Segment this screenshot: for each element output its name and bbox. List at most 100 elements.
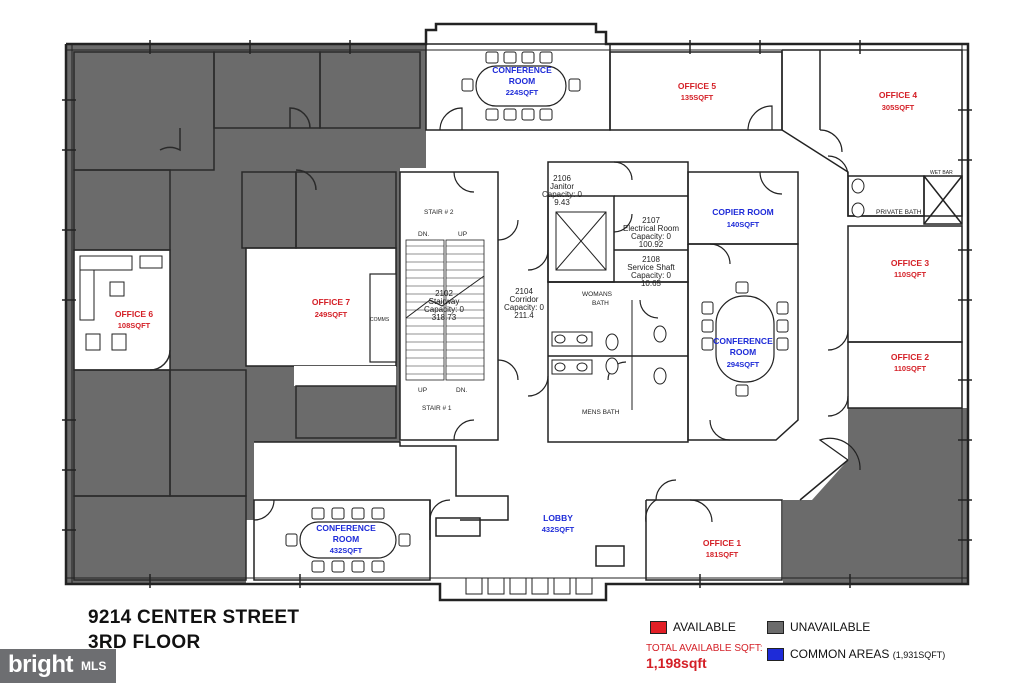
building-address: 9214 CENTER STREET <box>88 607 300 628</box>
chair <box>701 301 714 315</box>
stair1-up: UP <box>418 387 427 394</box>
window-marks <box>62 40 972 588</box>
logo-sub-text: MLS <box>81 659 107 673</box>
chair <box>371 560 385 573</box>
unavailable-label: UNAVAILABLE <box>790 620 871 634</box>
unavailable-swatch <box>767 621 784 634</box>
womens-bath-2: BATH <box>592 300 609 307</box>
office3-label: OFFICE 3 <box>891 258 930 268</box>
chair <box>521 51 535 64</box>
office4-label: OFFICE 4 <box>879 90 918 100</box>
office6-furniture <box>79 255 163 351</box>
chair <box>311 507 325 520</box>
chair <box>485 51 499 64</box>
office5-area: 135SQFT <box>681 93 714 102</box>
southeast-unavailable <box>783 408 968 584</box>
service-line-2: Service Shaft <box>627 263 675 272</box>
interior-walls <box>253 43 963 581</box>
wet-bar-label: WET BAR <box>930 170 953 176</box>
chair <box>331 507 345 520</box>
chair <box>539 108 553 121</box>
conf-right-label-1: CONFERENCE <box>713 336 773 346</box>
common-label: COMMON AREAS (1,931SQFT) <box>790 647 945 661</box>
chair <box>285 533 298 547</box>
chair <box>331 560 345 573</box>
conf-top-label-1: CONFERENCE <box>492 65 552 75</box>
janitor-line-4: 9.43 <box>554 198 570 207</box>
office3-area: 110SQFT <box>894 270 927 279</box>
bath-fixtures <box>551 178 865 410</box>
gray-zone-walls <box>73 51 421 581</box>
office7-area: 249SQFT <box>315 310 348 319</box>
chair <box>735 281 749 294</box>
conf-right-label-2: ROOM <box>730 347 756 357</box>
office2-area: 110SQFT <box>894 364 927 373</box>
electrical-line-2: Electrical Room <box>623 224 679 233</box>
office6-label: OFFICE 6 <box>115 309 154 319</box>
chair <box>503 108 517 121</box>
chair <box>776 337 789 351</box>
lobby-seating <box>465 577 593 595</box>
janitor-line-3: Capacity: 0 <box>542 190 583 199</box>
conf-top-table <box>475 65 567 107</box>
chair <box>701 337 714 351</box>
private-bath-label: PRIVATE BATH <box>876 209 922 216</box>
common-swatch <box>767 648 784 661</box>
available-label: AVAILABLE <box>673 620 736 634</box>
chair <box>776 301 789 315</box>
stair2-up: UP <box>458 231 467 238</box>
office5-label: OFFICE 5 <box>678 81 717 91</box>
chair <box>539 51 553 64</box>
stair2-dn: DN. <box>418 231 429 238</box>
chair <box>398 533 411 547</box>
office1-label: OFFICE 1 <box>703 538 742 548</box>
office6-area: 108SQFT <box>118 321 151 330</box>
total-available-value: 1,198sqft <box>646 655 707 671</box>
corridor-line-3: Capacity: 0 <box>504 303 545 312</box>
janitor-line-1: 2106 <box>553 174 571 183</box>
furniture <box>299 65 775 559</box>
office7-corridor <box>294 366 396 386</box>
logo-main-text: bright <box>8 651 73 678</box>
conf-top-label-2: ROOM <box>509 76 535 86</box>
chair <box>351 560 365 573</box>
stair1-dn: DN. <box>456 387 467 394</box>
office1-area: 181SQFT <box>706 550 739 559</box>
floor-title: 3RD FLOOR <box>88 632 201 653</box>
copier-label: COPIER ROOM <box>712 207 773 217</box>
elevator <box>555 211 607 271</box>
corridor-line-1: 2104 <box>515 287 533 296</box>
stair-treads <box>406 245 484 375</box>
conf-top-area: 224SQFT <box>506 88 539 97</box>
lobby-label: LOBBY <box>543 513 573 523</box>
service-line-4: 10.65 <box>641 279 662 288</box>
chair <box>568 78 581 92</box>
chair <box>485 108 499 121</box>
conf-right-area: 294SQFT <box>727 360 760 369</box>
lobby-area: 432SQFT <box>542 525 575 534</box>
comms-box <box>369 273 397 363</box>
chair <box>701 319 714 333</box>
electrical-line-1: 2107 <box>642 216 660 225</box>
corridor-line-4: 211.4 <box>514 311 534 320</box>
comms-label: COMMS <box>370 317 390 323</box>
corridor-line-2: Corridor <box>510 295 539 304</box>
electrical-line-4: 100.92 <box>639 240 664 249</box>
chair <box>311 560 325 573</box>
stairway-line-3: Capacity: 0 <box>424 305 465 314</box>
chairs <box>285 51 789 573</box>
copier-area: 140SQFT <box>727 220 760 229</box>
conf-bottom-table <box>299 521 397 559</box>
electrical-line-3: Capacity: 0 <box>631 232 672 241</box>
janitor-line-2: Janitor <box>550 182 574 191</box>
office4-area: 305SQFT <box>882 103 915 112</box>
stairway-line-1: 2102 <box>435 289 453 298</box>
office2-label: OFFICE 2 <box>891 352 930 362</box>
bright-mls-logo: bright MLS <box>0 649 116 683</box>
chair <box>503 51 517 64</box>
service-line-1: 2108 <box>642 255 660 264</box>
door-swings <box>253 105 861 523</box>
conf-bottom-label-1: CONFERENCE <box>316 523 376 533</box>
womens-bath-1: WOMANS <box>582 291 613 298</box>
